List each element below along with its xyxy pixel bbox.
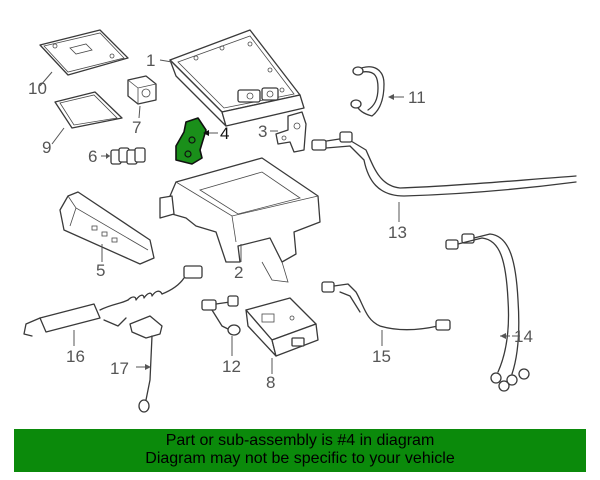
part-5-protector[interactable] — [59, 191, 155, 265]
callout-9: 9 — [42, 138, 51, 157]
callout-5: 5 — [96, 261, 105, 280]
part-7-sensor[interactable] — [127, 75, 157, 105]
callout-16: 16 — [66, 347, 85, 366]
part-12-sensor-wire[interactable] — [201, 295, 241, 336]
part-3-bracket[interactable] — [275, 111, 307, 153]
part-6-fuse-set[interactable] — [110, 147, 146, 165]
callout-11: 11 — [408, 88, 426, 107]
callout-14: 14 — [514, 327, 533, 346]
callout-15: 15 — [372, 347, 391, 366]
callout-4: 4 — [220, 124, 229, 143]
part-10-cover-plate[interactable] — [39, 29, 129, 76]
part-17-ground-strap[interactable] — [129, 315, 163, 413]
part-13-cable[interactable] — [311, 131, 577, 197]
callout-7: 7 — [132, 118, 141, 137]
part-15-wire[interactable] — [321, 281, 451, 331]
info-banner: Part or sub-assembly is #4 in diagram Di… — [14, 429, 586, 472]
part-9-pad[interactable] — [54, 91, 123, 129]
part-4-bracket[interactable] — [175, 117, 207, 165]
callout-13: 13 — [388, 223, 407, 242]
callout-1: 1 — [146, 51, 155, 70]
callout-17: 17 — [110, 359, 129, 378]
callout-2: 2 — [234, 263, 243, 282]
callout-6: 6 — [88, 147, 97, 166]
callout-3: 3 — [258, 122, 267, 141]
callout-12: 12 — [222, 357, 241, 376]
part-2-carrier-frame[interactable] — [159, 157, 321, 283]
part-14-dual-cable[interactable] — [445, 233, 530, 392]
part-16-harness[interactable] — [23, 265, 203, 337]
banner-line-2: Diagram may not be specific to your vehi… — [145, 450, 455, 467]
banner-line-1: Part or sub-assembly is #4 in diagram — [165, 432, 435, 449]
part-11-hose[interactable] — [350, 66, 385, 117]
part-8-control-unit[interactable] — [245, 297, 319, 357]
callout-8: 8 — [266, 373, 275, 392]
part-1-control-module[interactable] — [169, 29, 305, 127]
